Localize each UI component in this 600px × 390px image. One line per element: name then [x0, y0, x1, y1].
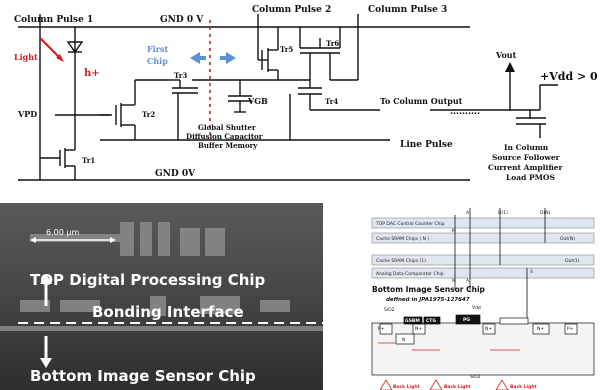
gsbm-label: GSBM: [405, 318, 420, 324]
vpd-label: VPD: [17, 109, 37, 119]
out-n-label: Out(N): [560, 236, 575, 242]
n-region: N: [402, 337, 405, 343]
n-plus-3: N+: [537, 326, 544, 332]
stack-subtitle: defined in JPA1975-127647: [386, 297, 470, 303]
out-1-label: Out(1): [565, 258, 580, 264]
a-label: A: [466, 210, 470, 216]
in-column-label-1: In Column: [504, 143, 549, 152]
stack-title: Bottom Image Sensor Chip: [372, 285, 486, 294]
n-plus-2: N+: [485, 326, 492, 332]
back-light-arrows: [379, 379, 509, 390]
stack-layer-4: Analog Data Comparator Chip: [376, 271, 444, 277]
sio2-top: SiO2: [384, 307, 395, 313]
pixel-circuit-schematic: Column Pulse 1 GND 0 V Column Pulse 2 Co…: [14, 5, 598, 182]
n-plus-1: N+: [415, 326, 422, 332]
tr4-label: Tr4: [325, 97, 338, 106]
in-column-label-2: Source Follower: [492, 153, 561, 162]
first-chip-arrow-icon: [190, 52, 236, 64]
bottom-chip-label: Bottom Image Sensor Chip: [30, 367, 256, 385]
tr1-label: Tr1: [82, 156, 95, 165]
sio2-bottom: SiO2: [470, 374, 481, 380]
back-light-label-2: Back Light: [444, 384, 472, 390]
vdd-label: +Vdd > 0: [540, 70, 598, 83]
m-label: M: [452, 228, 456, 234]
ctg-label: CTG: [426, 318, 436, 324]
tr3-label: Tr3: [174, 71, 187, 80]
light-arrow-icon: [39, 37, 64, 62]
in-column-label-3: Current Amplifier: [488, 163, 564, 172]
hole-label: h+: [84, 68, 100, 79]
column-pulse-1-label: Column Pulse 1: [14, 15, 93, 25]
gnd-top-label: GND 0 V: [160, 15, 204, 25]
back-light-label-1: Back Light: [393, 384, 421, 390]
line-pulse-label: Line Pulse: [400, 140, 453, 150]
column-output-label: To Column Output: [380, 96, 463, 106]
light-label: Light: [14, 52, 38, 62]
stack-layer-2: Cache SRAM Chips ( N ): [376, 236, 429, 242]
p-plus-right: P+: [567, 326, 574, 332]
vgb-label: VGB: [247, 96, 268, 106]
d1-label: D(1): [498, 210, 508, 216]
global-shutter-label-3: Buffer Memory: [198, 141, 258, 150]
tr6-label: Tr6: [326, 39, 339, 48]
vdd-node: Vdd: [472, 305, 481, 311]
photodiode-icon: [66, 41, 84, 54]
global-shutter-label-2: Diffusion Capacitor: [186, 132, 263, 141]
bonding-label: Bonding Interface: [92, 303, 244, 321]
gnd-bottom-label: GND 0V: [155, 169, 196, 179]
output-dots: ……….: [450, 107, 480, 117]
global-shutter-label-1: Global Shutter: [198, 123, 256, 132]
up-arrow-icon: [40, 274, 52, 306]
stack-layer-1: TOP DAC Control Counter Chip: [375, 221, 445, 227]
first-chip-label-2: Chip: [147, 56, 168, 66]
back-light-label-3: Back Light: [510, 384, 538, 390]
column-pulse-2-label: Column Pulse 2: [252, 5, 331, 15]
top-chip-label: TOP Digital Processing Chip: [30, 271, 266, 289]
a-label-bottom: A: [466, 278, 470, 284]
scale-label: 6.00 µm: [46, 228, 79, 237]
down-arrow-icon: [40, 336, 52, 368]
in-column-label-4: Load PMOS: [506, 173, 555, 182]
first-chip-label-1: First: [147, 44, 168, 54]
vout-label: Vout: [495, 50, 517, 60]
tr2-label: Tr2: [142, 110, 155, 119]
column-pulse-3-label: Column Pulse 3: [368, 5, 447, 15]
p-plus-left: P+: [378, 326, 385, 332]
stack-layer-3: Cache SRAM Chips (1): [376, 258, 426, 264]
m-label-bottom: M: [452, 278, 456, 284]
s-label: S: [530, 269, 533, 275]
tr5-label: Tr5: [280, 45, 293, 54]
pg-label: PG: [463, 317, 470, 323]
